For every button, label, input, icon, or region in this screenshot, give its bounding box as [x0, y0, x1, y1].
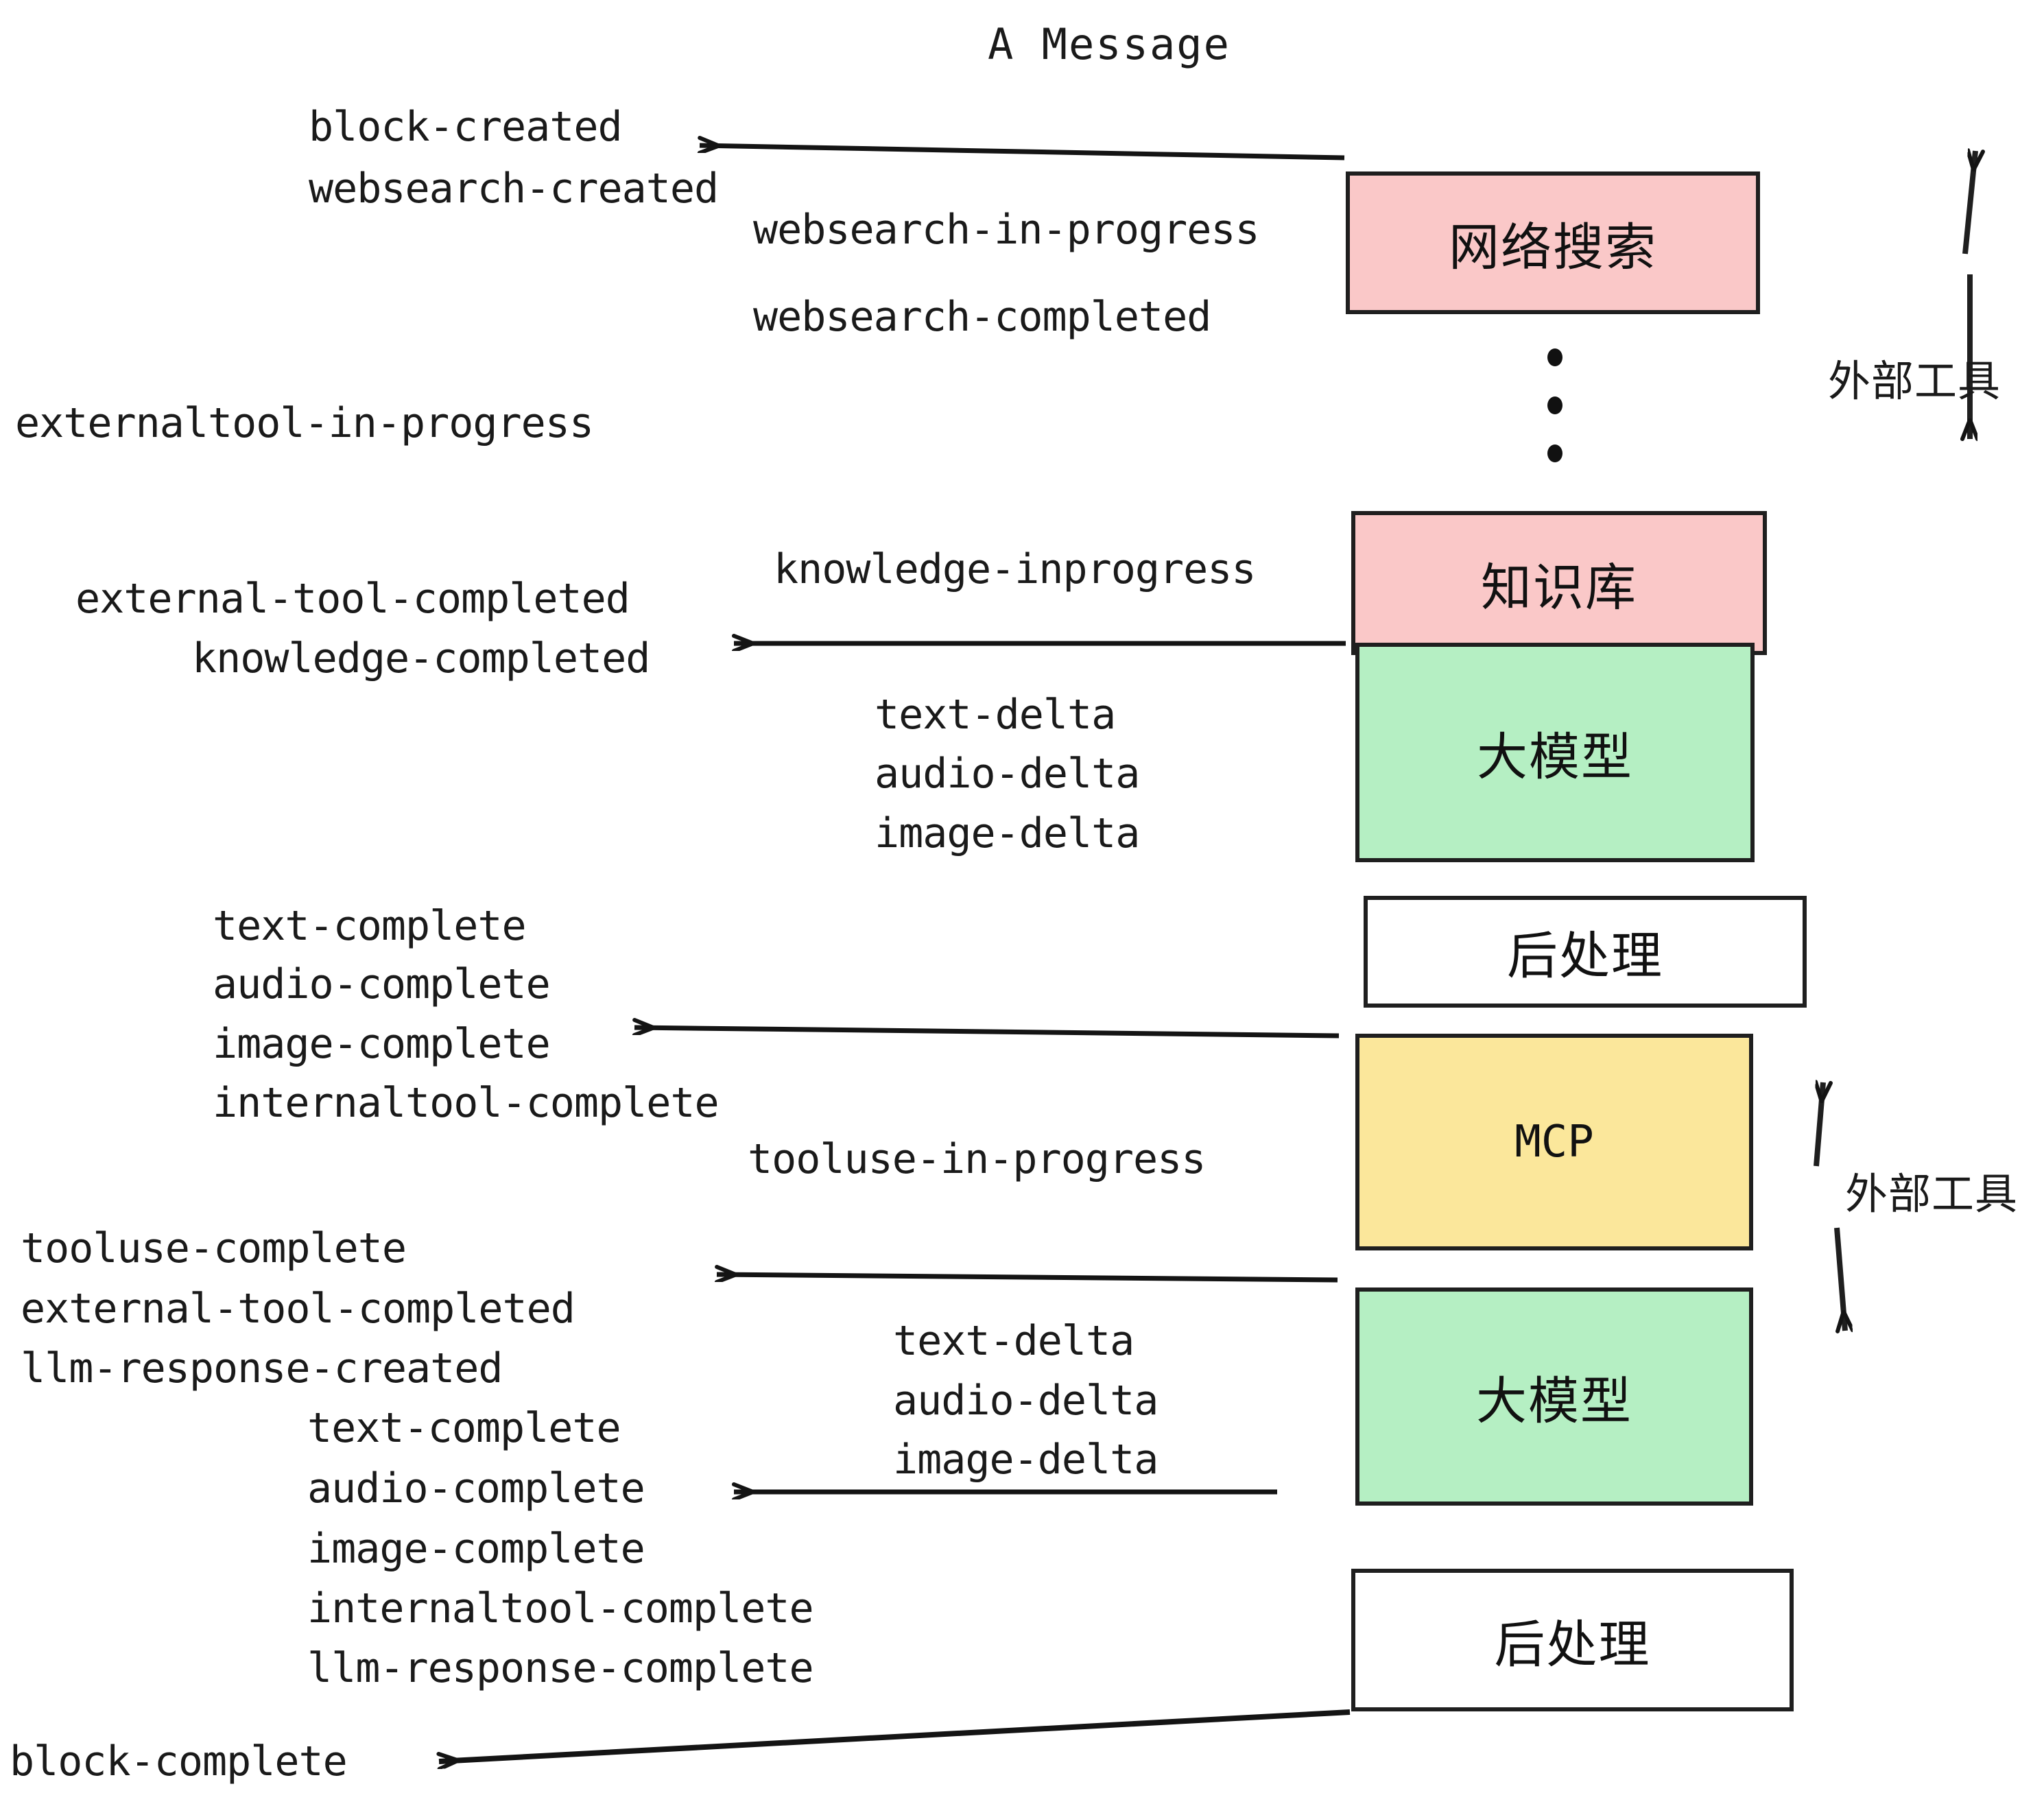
event-websearch-in-progress: websearch-in-progress	[753, 206, 1260, 254]
event-websearch-completed: websearch-completed	[753, 293, 1211, 341]
box-knowledge[interactable]: 知识库	[1351, 511, 1767, 655]
event-tooluse-complete: tooluse-complete	[21, 1224, 407, 1272]
box-knowledge-label: 知识库	[1481, 558, 1637, 617]
ellipsis-dot	[1547, 348, 1562, 366]
box-llm-2-label: 大模型	[1476, 1371, 1632, 1431]
event-text-delta-2: text-delta	[893, 1317, 1134, 1365]
event-llm-response-created: llm-response-created	[21, 1344, 503, 1392]
event-block-complete: block-complete	[10, 1737, 348, 1785]
event-externaltool-in-progress: externaltool-in-progress	[15, 399, 594, 447]
event-audio-complete-1: audio-complete	[213, 960, 551, 1008]
box-mcp-label: MCP	[1514, 1117, 1594, 1167]
box-postprocess-2-label: 后处理	[1494, 1615, 1651, 1674]
event-knowledge-completed: knowledge-completed	[192, 634, 650, 683]
box-postprocess-2[interactable]: 后处理	[1351, 1569, 1794, 1711]
external-tool-up-arrow-top	[1962, 151, 1975, 254]
event-text-complete-1: text-complete	[213, 902, 527, 950]
box-websearch-label: 网络搜索	[1449, 217, 1657, 277]
arrow-mcp-to-tooluse-complete	[717, 1274, 1338, 1283]
event-image-delta-1: image-delta	[875, 809, 1140, 857]
page-title: A Message	[988, 19, 1231, 69]
external-tool-down-arrow-bottom	[1834, 1227, 1845, 1331]
arrow-postprocess-to-image-complete	[634, 1028, 1340, 1039]
event-websearch-created: websearch-created	[309, 165, 719, 213]
box-postprocess-1[interactable]: 后处理	[1364, 896, 1807, 1008]
arrow-postprocess-to-block-complete	[439, 1709, 1351, 1761]
box-llm-1-label: 大模型	[1477, 727, 1633, 787]
event-tooluse-in-progress: tooluse-in-progress	[748, 1135, 1206, 1183]
event-external-tool-completed-1: external-tool-completed	[75, 575, 630, 623]
arrow-websearch-to-block-created	[700, 145, 1345, 161]
event-image-complete-1: image-complete	[213, 1020, 551, 1068]
ellipsis-dot	[1547, 396, 1562, 414]
event-llm-response-complete: llm-response-complete	[307, 1644, 814, 1692]
event-knowledge-inprogress: knowledge-inprogress	[774, 545, 1256, 593]
event-text-delta-1: text-delta	[875, 691, 1116, 739]
event-block-created: block-created	[309, 103, 623, 151]
event-text-complete-2: text-complete	[307, 1404, 621, 1452]
box-websearch[interactable]: 网络搜索	[1346, 171, 1760, 314]
event-audio-delta-1: audio-delta	[875, 750, 1140, 798]
ellipsis-dot	[1547, 444, 1562, 462]
box-postprocess-1-label: 后处理	[1507, 927, 1663, 986]
event-image-delta-2: image-delta	[893, 1436, 1158, 1484]
external-tool-label-top: 外部工具	[1828, 356, 2001, 406]
event-external-tool-completed-2: external-tool-completed	[21, 1285, 575, 1333]
event-image-complete-2: image-complete	[307, 1525, 645, 1573]
external-tool-up-arrow-bottom	[1814, 1082, 1823, 1167]
external-tool-label-bottom: 外部工具	[1845, 1169, 2019, 1219]
event-internaltool-complete-2: internaltool-complete	[307, 1585, 814, 1633]
event-audio-delta-2: audio-delta	[893, 1377, 1158, 1425]
box-llm-2[interactable]: 大模型	[1355, 1287, 1753, 1506]
box-mcp[interactable]: MCP	[1355, 1034, 1753, 1250]
event-internaltool-complete-1: internaltool-complete	[213, 1079, 720, 1127]
box-llm-1[interactable]: 大模型	[1355, 643, 1755, 862]
event-audio-complete-2: audio-complete	[307, 1464, 645, 1512]
